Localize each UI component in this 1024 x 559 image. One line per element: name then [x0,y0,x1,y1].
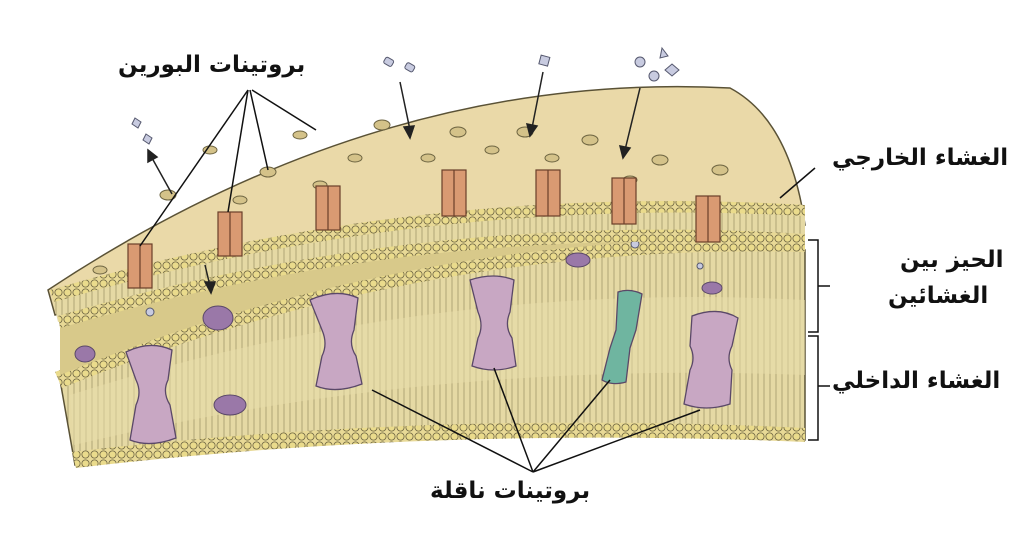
transport-arrows [147,71,641,295]
molecules [131,46,680,145]
transport-protein-icon [309,292,363,391]
transport-proteins [125,275,739,445]
transport-protein-icon [683,310,739,409]
transport-protein-icon [125,344,177,445]
porin-channel-icon [315,185,341,231]
transport-protein-icon [469,275,517,371]
transport-proteins-label: بروتينات ناقلة [430,478,591,504]
leader-lines [139,89,830,473]
porin-channel-icon [611,177,637,225]
inner-membrane-label: الغشاء الداخلي [832,368,1001,394]
molecule-icon [213,394,247,416]
porin-channel-icon [217,211,243,257]
porin-channel-icon [127,243,153,289]
molecule-icon [74,345,96,363]
outer-membrane-label: الغشاء الخارجي [832,145,1009,171]
intermembrane-space-label-line2: الغشائين [888,283,989,309]
molecule-icon [565,252,591,268]
outer-membrane [47,85,806,328]
molecule-icon [701,281,723,295]
porin-channels [127,169,721,289]
transport-protein-icon [601,289,643,385]
porin-channel-icon [441,169,467,217]
porin-channel-icon [535,169,561,217]
intermembrane-space-label-line1: الحيز بين [900,247,1004,273]
molecule-icon [202,305,234,331]
porin-channel-icon [695,195,721,243]
porin-proteins-label: بروتينات البورين [118,52,306,78]
